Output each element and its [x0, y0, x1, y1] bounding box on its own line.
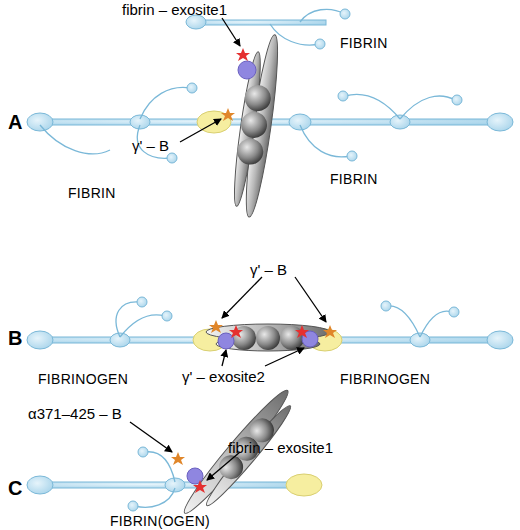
exosite-circle: [218, 333, 234, 349]
site-label: fibrin – exosite1: [228, 440, 333, 455]
leader-arrow: [295, 277, 326, 322]
site-label: γ' – B: [250, 262, 287, 277]
panel-letter: A: [8, 112, 22, 132]
leader-arrow: [207, 452, 240, 480]
red-star: [236, 48, 250, 61]
site-label: γ' – B: [132, 138, 169, 153]
red-star: [193, 480, 207, 493]
site-label: γ' – exosite2: [182, 369, 265, 384]
molecule-label: FIBRIN: [340, 36, 388, 50]
site-label: fibrin – exosite1: [122, 2, 227, 17]
fibrinogen-molecules-b: [27, 297, 513, 349]
panel-letter: B: [8, 328, 22, 348]
orange-star: [171, 452, 185, 465]
orange-star: [209, 320, 223, 333]
site-label: α371–425 – B: [28, 406, 122, 421]
d-region: [286, 474, 322, 496]
leader-arrow: [222, 18, 240, 46]
thrombin-a: [228, 32, 283, 218]
thrombin-c: [178, 385, 302, 526]
orange-star: [323, 325, 337, 338]
thrombin-b: [206, 324, 330, 351]
leader-arrow: [222, 277, 262, 318]
leader-arrow: [130, 422, 172, 452]
leader-arrow: [265, 348, 304, 366]
molecule-label: FIBRINOGEN: [38, 372, 128, 386]
exosite-circle: [238, 61, 256, 79]
red-star: [295, 325, 309, 338]
leader-arrow: [180, 119, 221, 142]
molecule-label: FIBRIN: [68, 186, 116, 200]
molecule-label: FIBRIN(OGEN): [110, 514, 210, 528]
molecule-label: FIBRINOGEN: [340, 372, 430, 386]
fibrinogen-molecule-c: [27, 447, 305, 511]
red-star: [229, 325, 243, 338]
molecule-label: FIBRIN: [330, 172, 378, 186]
leader-arrow: [222, 350, 226, 366]
panel-letter: C: [8, 478, 22, 498]
orange-star: [221, 108, 235, 121]
